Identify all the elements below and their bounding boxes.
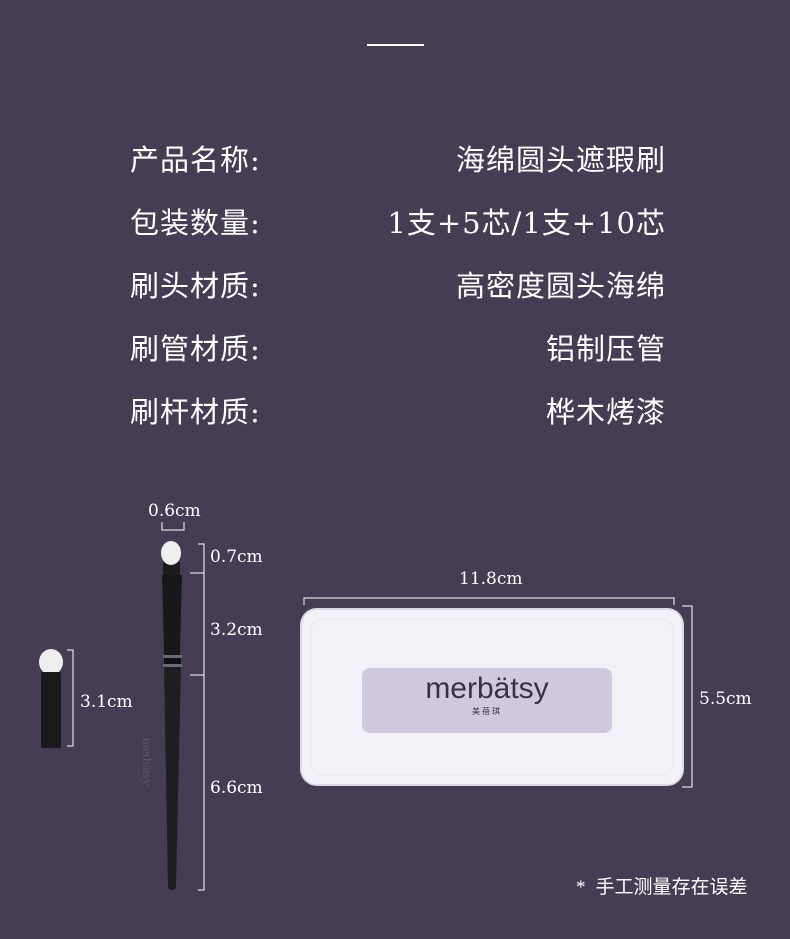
dim-tip-width: 0.6cm [148, 501, 201, 521]
dim-case-width: 11.8cm [459, 569, 523, 589]
handle-brand-print: merbätsy [140, 738, 155, 786]
spec-label: 刷管材质: [130, 332, 261, 366]
brush [161, 541, 182, 890]
spec-row-ferrule-material: 刷管材质: 铝制压管 [130, 329, 666, 369]
spec-label: 产品名称: [130, 143, 261, 177]
brush-length-bracket [198, 543, 205, 891]
note-asterisk: * [576, 877, 586, 898]
spec-value: 1支+5芯/1支+10芯 [387, 206, 666, 240]
tip-width-bracket [161, 522, 185, 531]
spec-row-product-name: 产品名称: 海绵圆头遮瑕刷 [130, 140, 666, 180]
spec-label: 刷杆材质: [130, 395, 261, 429]
spec-value: 海绵圆头遮瑕刷 [455, 143, 666, 177]
case-height-bracket [682, 605, 693, 788]
spec-value: 桦木烤漆 [545, 395, 666, 429]
dim-refill-length: 3.1cm [80, 692, 133, 712]
spec-value: 铝制压管 [545, 332, 666, 366]
brand-sub: 美蓓琪 [472, 707, 502, 716]
title-divider [367, 44, 424, 46]
spec-value: 高密度圆头海绵 [455, 269, 666, 303]
dim-tip-height: 0.7cm [210, 547, 263, 567]
dim-case-height: 5.5cm [699, 689, 752, 709]
case-width-bracket [303, 597, 675, 605]
storage-case [300, 608, 684, 786]
case-brand-label: merbätsy 美蓓琪 [362, 672, 612, 717]
dim-ferrule-length: 3.2cm [210, 620, 263, 640]
refill-sponge [39, 649, 63, 748]
refill-length-bracket [67, 649, 74, 747]
spec-label: 刷头材质: [130, 269, 261, 303]
spec-label: 包装数量: [130, 206, 261, 240]
note-text: 手工测量存在误差 [595, 877, 748, 898]
dim-handle-length: 6.6cm [210, 778, 263, 798]
measurement-note: * 手工测量存在误差 [576, 872, 748, 899]
spec-row-package-quantity: 包装数量: 1支+5芯/1支+10芯 [130, 203, 666, 243]
brand-name: merbätsy [425, 672, 549, 705]
spec-row-handle-material: 刷杆材质: 桦木烤漆 [130, 392, 666, 432]
spec-row-head-material: 刷头材质: 高密度圆头海绵 [130, 266, 666, 306]
